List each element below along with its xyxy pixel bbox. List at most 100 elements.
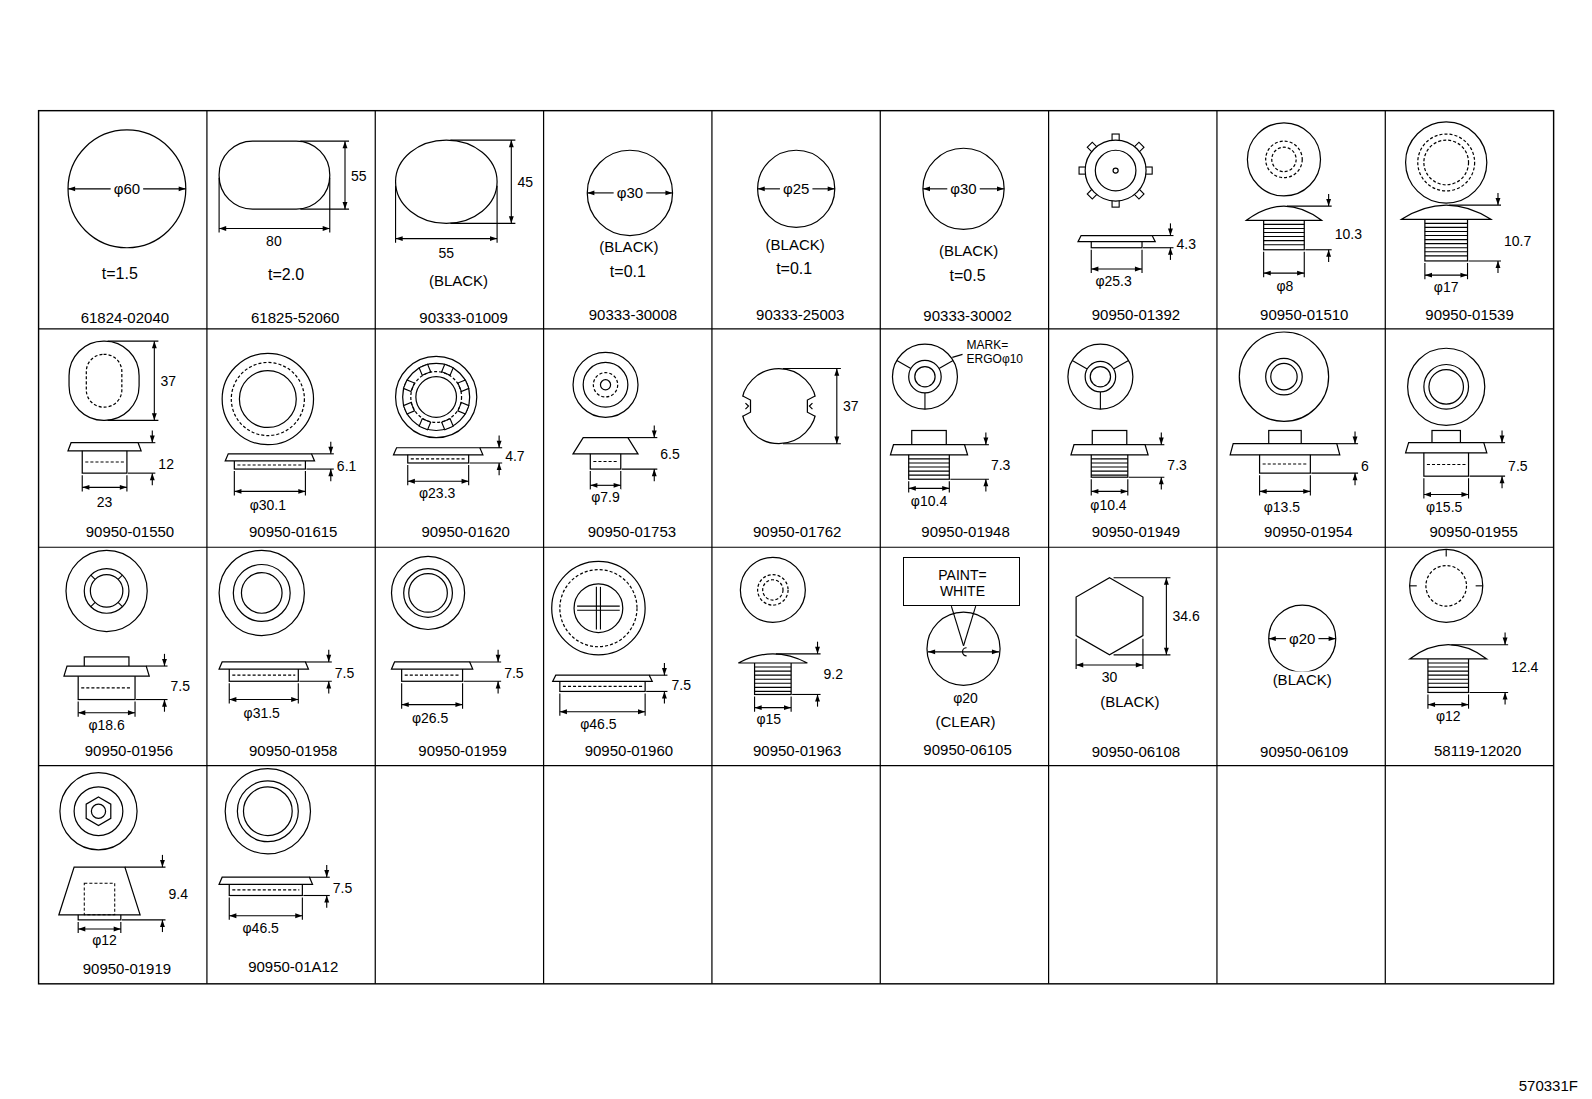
plug-body <box>1260 454 1311 473</box>
plug-body <box>229 668 298 681</box>
arrow-head <box>1269 636 1276 641</box>
outline-line <box>407 465 408 485</box>
arrow-head <box>1136 663 1143 668</box>
outline-line <box>329 178 330 233</box>
drawing <box>39 111 1554 984</box>
outline-line <box>344 141 345 209</box>
dimension: 30 <box>1101 669 1119 685</box>
outline-line <box>1425 247 1468 248</box>
outline-line <box>122 919 166 920</box>
outline-line <box>395 186 396 243</box>
outline-line <box>302 898 303 920</box>
dimension: 55 <box>438 245 456 261</box>
arrow-head <box>1500 436 1505 443</box>
catalog-grid <box>39 111 1554 984</box>
plug-body <box>1425 218 1468 261</box>
part-outline <box>892 344 957 409</box>
outline-line <box>1427 694 1428 708</box>
outline-line <box>468 465 469 485</box>
arrow-head <box>834 369 839 376</box>
part-outline <box>963 648 967 656</box>
part-outline <box>225 454 314 461</box>
arrow-head <box>402 702 409 707</box>
outline-line <box>928 651 999 652</box>
outline-line <box>1091 458 1128 459</box>
outline-line <box>1091 479 1092 495</box>
part-cell: φ60t=1.561824-02040 <box>39 111 207 329</box>
arrow-head <box>928 649 935 654</box>
plug-stub <box>1432 430 1460 443</box>
part-number: 90950-01955 <box>1428 523 1518 540</box>
arrow-head <box>229 913 236 918</box>
part-outline <box>552 561 645 654</box>
dimension: 7.5 <box>671 677 692 693</box>
outline-line <box>628 437 657 438</box>
outline-line <box>120 922 121 933</box>
part-outline <box>1085 361 1115 391</box>
outline-line <box>1259 475 1260 495</box>
arrow-head <box>324 870 329 877</box>
outline-line <box>1423 478 1424 498</box>
dimension: φ15 <box>755 711 782 727</box>
arrow-head <box>323 226 330 231</box>
arrow-head <box>652 430 657 437</box>
part-outline <box>86 354 122 407</box>
arrow-head <box>78 927 85 932</box>
part-cell: 12.4φ1258119-12020 <box>1385 547 1553 765</box>
outline-line <box>91 602 95 606</box>
dimension: φ26.5 <box>411 710 449 726</box>
hidden-line <box>84 883 114 914</box>
outline-line <box>836 369 837 444</box>
arrow-head <box>462 479 469 484</box>
part-outline <box>1410 645 1487 659</box>
note: MARK= ERGOφ10 <box>966 340 1047 368</box>
arrow-head <box>1496 198 1501 205</box>
part-illustration <box>552 561 668 715</box>
arrow-head <box>1076 663 1083 668</box>
arrow-head <box>1353 437 1358 444</box>
outline-line <box>1143 247 1173 248</box>
dimension: 9.2 <box>823 666 844 682</box>
part-outline <box>60 773 137 850</box>
outline-line <box>755 666 792 667</box>
arrow-head <box>815 694 820 701</box>
arrow-head <box>497 441 502 448</box>
outline-line <box>964 606 976 646</box>
outline-line <box>219 228 330 229</box>
part-outline <box>1408 348 1485 425</box>
arrow-head <box>1424 492 1431 497</box>
outline-line <box>464 681 502 682</box>
part-outline <box>1272 147 1296 171</box>
outline-line <box>396 238 498 239</box>
part-cell: 9.2φ1590950-01963 <box>712 547 880 765</box>
part-number: 90950-01954 <box>1263 523 1353 540</box>
part-outline <box>553 675 653 681</box>
part-outline <box>243 787 292 836</box>
outline-line <box>305 661 331 662</box>
part-outline <box>68 443 141 451</box>
outline-line <box>1428 679 1469 680</box>
part-outline <box>573 352 638 417</box>
part-outline <box>1424 364 1469 409</box>
thickness: t=0.1 <box>609 263 647 281</box>
dimension: φ15.5 <box>1425 499 1463 515</box>
arrow-head <box>834 437 839 444</box>
dimension: φ8 <box>1276 278 1295 294</box>
thickness: t=0.1 <box>775 260 813 278</box>
part-outline <box>1429 370 1464 405</box>
part-illustration <box>1076 578 1170 669</box>
outline-line <box>405 675 460 676</box>
part-outline <box>890 445 967 455</box>
color-note: (BLACK) <box>938 242 999 259</box>
part-illustration <box>68 341 158 491</box>
outline-line <box>1260 491 1311 492</box>
dimension: φ7.9 <box>590 489 621 505</box>
part-illustration <box>923 148 1004 229</box>
outline-line <box>600 587 601 630</box>
plug-body <box>560 680 645 691</box>
part-number: 90950-06108 <box>1091 744 1181 761</box>
outline-line <box>1311 473 1358 474</box>
plug-stub <box>1269 430 1301 444</box>
arrow-head <box>120 485 127 490</box>
part-cell: 7.5φ18.690950-01956 <box>39 547 207 765</box>
